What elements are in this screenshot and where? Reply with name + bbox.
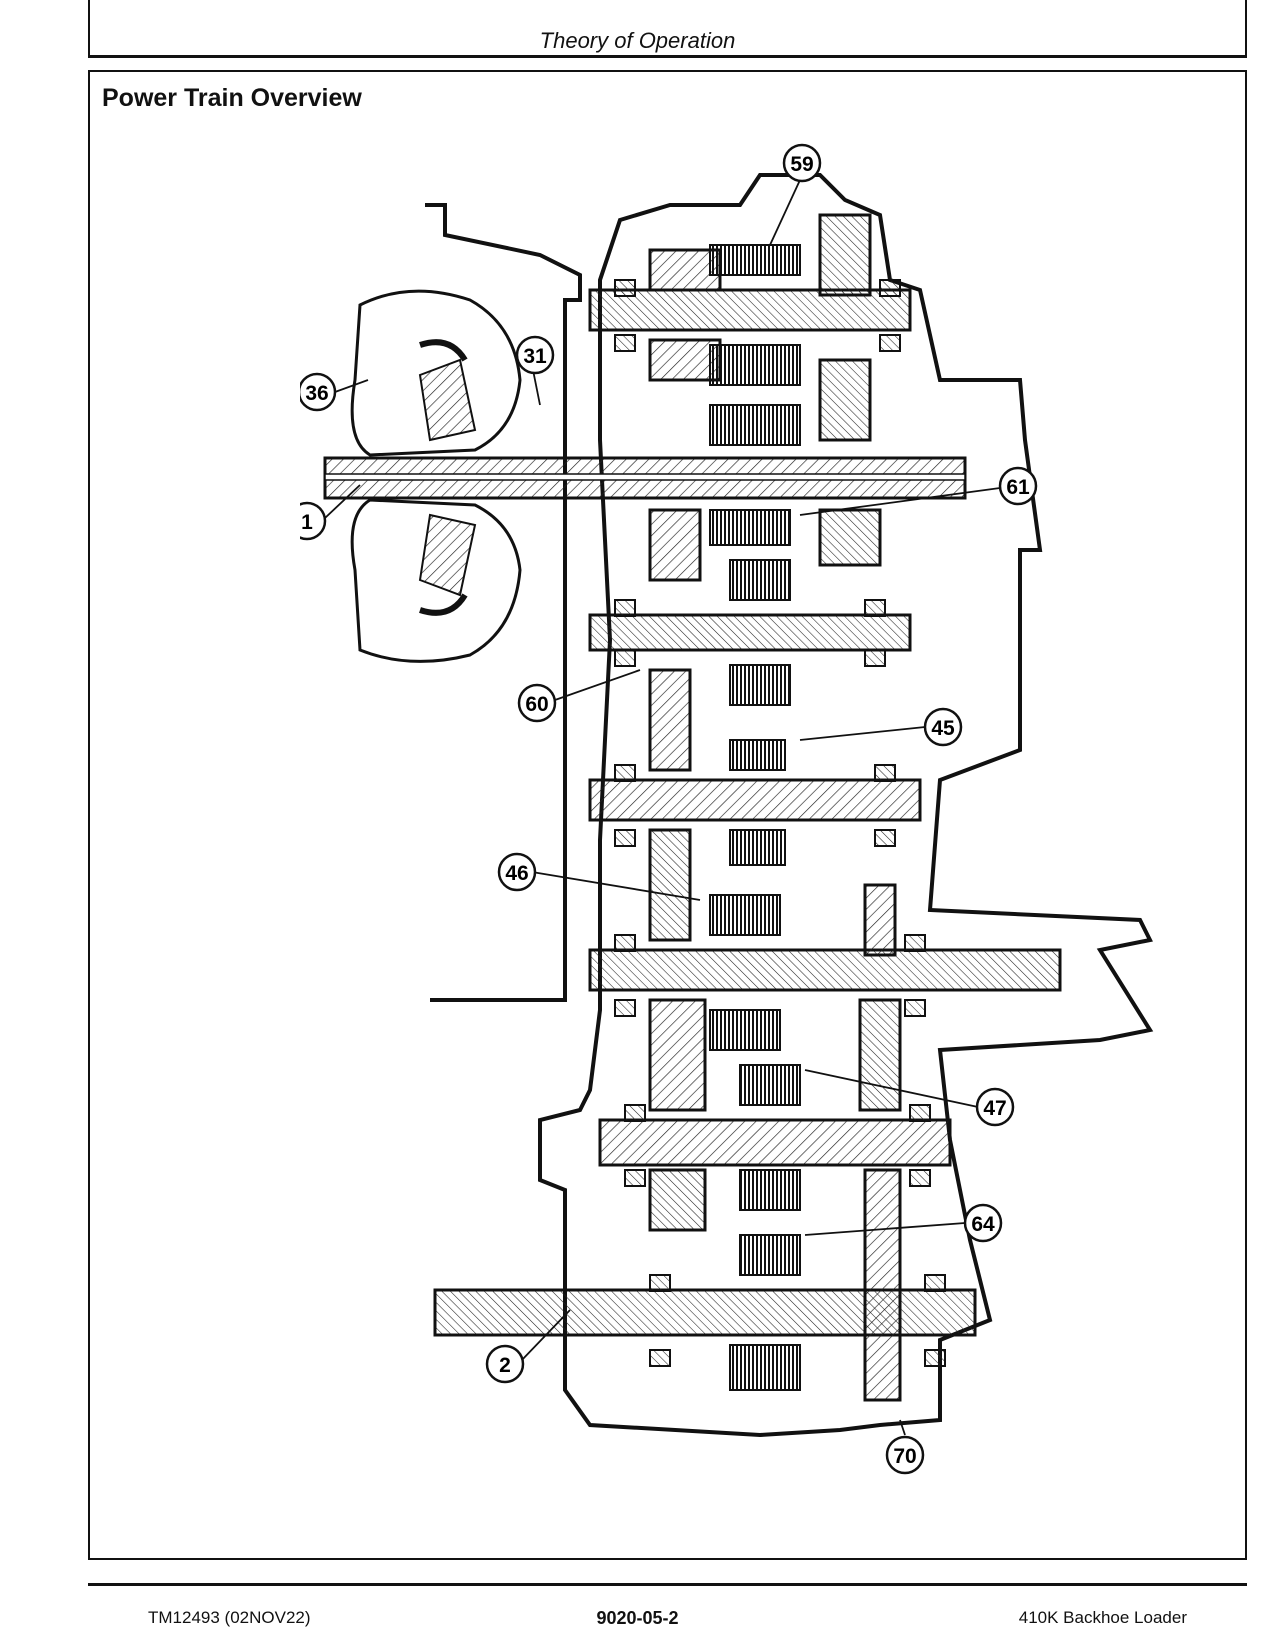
upper-shaft: [588, 288, 912, 332]
svg-text:47: 47: [983, 1097, 1006, 1120]
callout-47: 47: [975, 1087, 1015, 1127]
svg-text:59: 59: [790, 153, 813, 176]
svg-text:64: 64: [971, 1213, 995, 1236]
svg-text:45: 45: [931, 717, 955, 740]
callout-46: 46: [497, 852, 537, 892]
footer-model: 410K Backhoe Loader: [1018, 1608, 1187, 1627]
callout-64: 64: [963, 1203, 1003, 1243]
section-title: Power Train Overview: [102, 84, 362, 112]
callout-31: 31: [515, 335, 555, 375]
footer-page-number: 9020-05-2: [596, 1608, 679, 1628]
callout-60: 60: [517, 683, 557, 723]
header-frame: [88, 0, 1247, 58]
callout-1: 1: [300, 501, 327, 541]
gear-blocks: [648, 213, 902, 1402]
callout-59: 59: [782, 143, 822, 183]
callout-70: 70: [885, 1435, 925, 1475]
svg-text:70: 70: [893, 1445, 916, 1468]
callout-36: 36: [300, 372, 337, 412]
callout-2: 2: [485, 1344, 525, 1384]
countershaft-c: [588, 948, 1062, 992]
svg-text:1: 1: [301, 511, 313, 534]
bearings: [614, 279, 946, 1367]
torque-converter: [350, 289, 522, 663]
clutch-packs: [709, 244, 801, 1391]
svg-text:31: 31: [523, 345, 547, 368]
power-train-diagram: 59 31 36 61 1 60 45 46: [300, 143, 1154, 1475]
svg-text:36: 36: [305, 382, 328, 405]
page-header: Theory of Operation: [539, 28, 736, 53]
callout-45: 45: [923, 707, 963, 747]
callout-61: 61: [998, 466, 1038, 506]
shaft-bore: [324, 473, 966, 481]
footer-doc-id: TM12493 (02NOV22): [148, 1608, 311, 1627]
countershaft-b: [588, 778, 922, 822]
countershaft-a: [588, 613, 912, 652]
svg-text:61: 61: [1006, 476, 1030, 499]
svg-text:60: 60: [525, 693, 548, 716]
footer-rule: [88, 1583, 1247, 1586]
content-frame: [88, 70, 1247, 1560]
countershaft-d: [598, 1118, 952, 1167]
svg-text:46: 46: [505, 862, 528, 885]
svg-text:2: 2: [499, 1354, 511, 1377]
callout-labels: 59 31 36 61 1 60 45 46: [300, 143, 1038, 1475]
leader-lines: [324, 179, 1001, 1436]
